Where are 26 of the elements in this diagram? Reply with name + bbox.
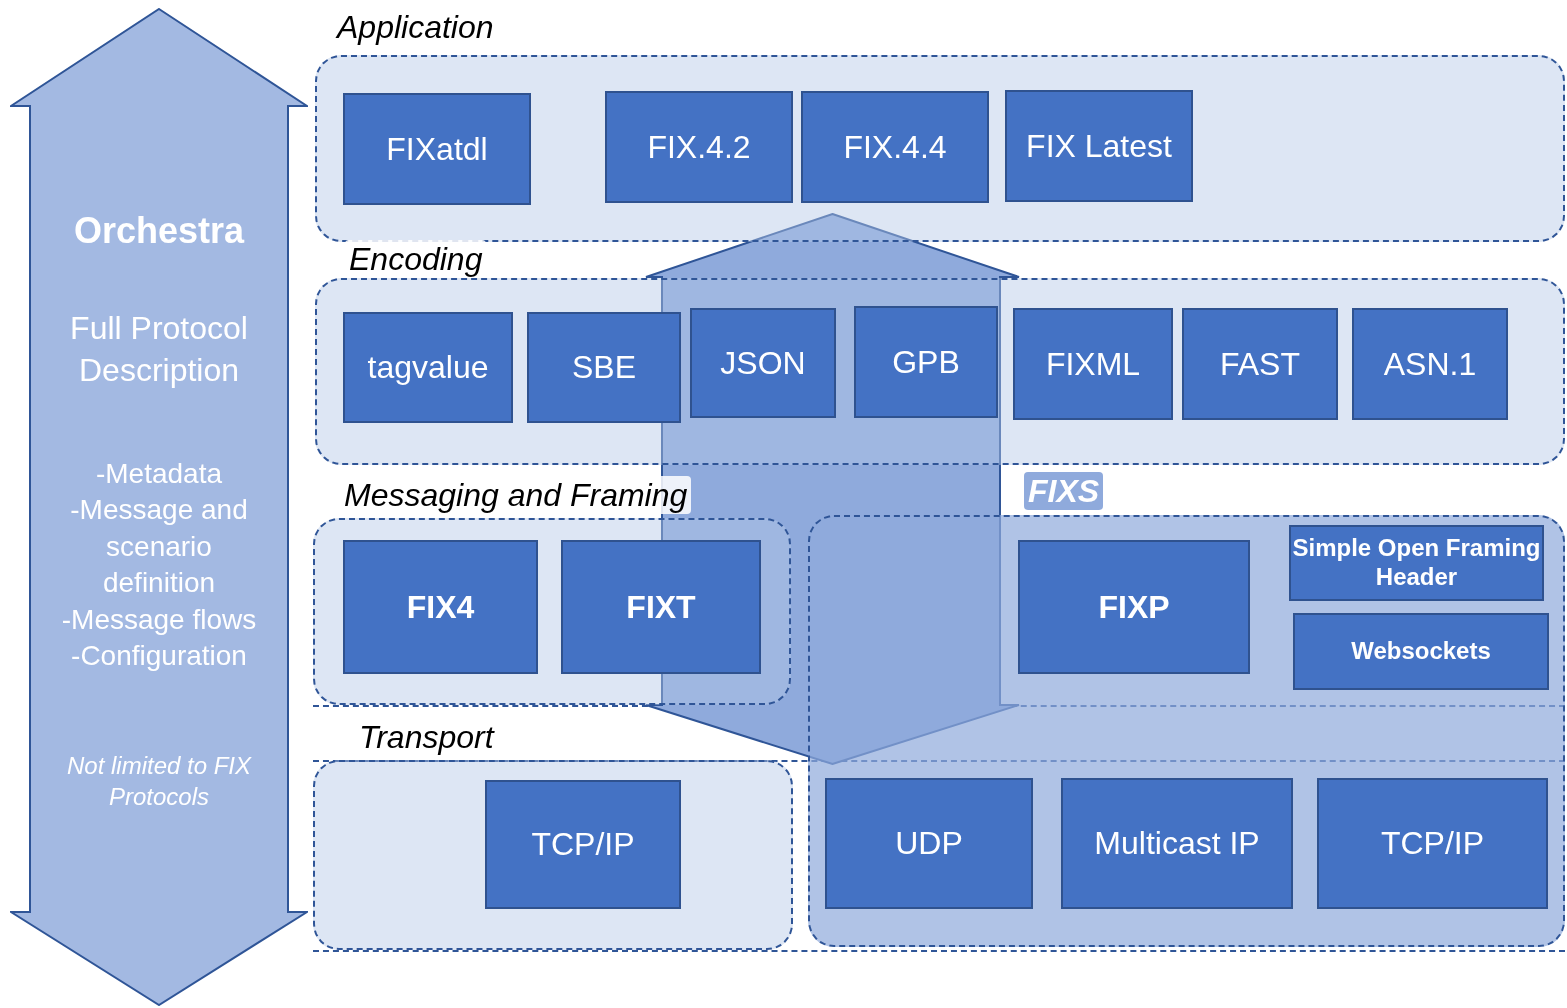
protocol-box: FIX.4.2	[605, 91, 793, 203]
description: Full Protocol Description	[69, 309, 249, 390]
protocol-box: TCP/IP	[1317, 778, 1548, 909]
layer-title: Encoding	[345, 240, 487, 278]
protocol-box: FIXP	[1018, 540, 1250, 674]
protocol-box: GPB	[854, 306, 998, 418]
protocol-box: SBE	[527, 312, 681, 423]
protocol-box: ASN.1	[1352, 308, 1508, 420]
protocol-box: FIX.4.4	[801, 91, 989, 203]
layer-title: FIXS	[1024, 472, 1104, 510]
protocol-box: TCP/IP	[485, 780, 681, 909]
note: Not limited to FIX Protocols	[65, 751, 253, 813]
protocol-box: FIXML	[1013, 308, 1173, 420]
protocol-box: FAST	[1182, 308, 1338, 420]
protocol-box: FIXT	[561, 540, 761, 674]
protocol-box: tagvalue	[343, 312, 513, 423]
feature-list: -Metadata -Message and scenario definition -Message flows -Configuration	[54, 456, 264, 675]
protocol-box: FIXatdl	[343, 93, 531, 205]
protocol-box: Websockets	[1293, 613, 1549, 690]
title: Orchestra	[72, 209, 246, 253]
protocol-box: UDP	[825, 778, 1033, 909]
protocol-box: FIX4	[343, 540, 538, 674]
protocol-box: Multicast IP	[1061, 778, 1293, 909]
protocol-box: JSON	[690, 308, 836, 418]
protocol-box: Simple Open Framing Header	[1289, 525, 1544, 601]
protocol-box: FIX Latest	[1005, 90, 1193, 202]
